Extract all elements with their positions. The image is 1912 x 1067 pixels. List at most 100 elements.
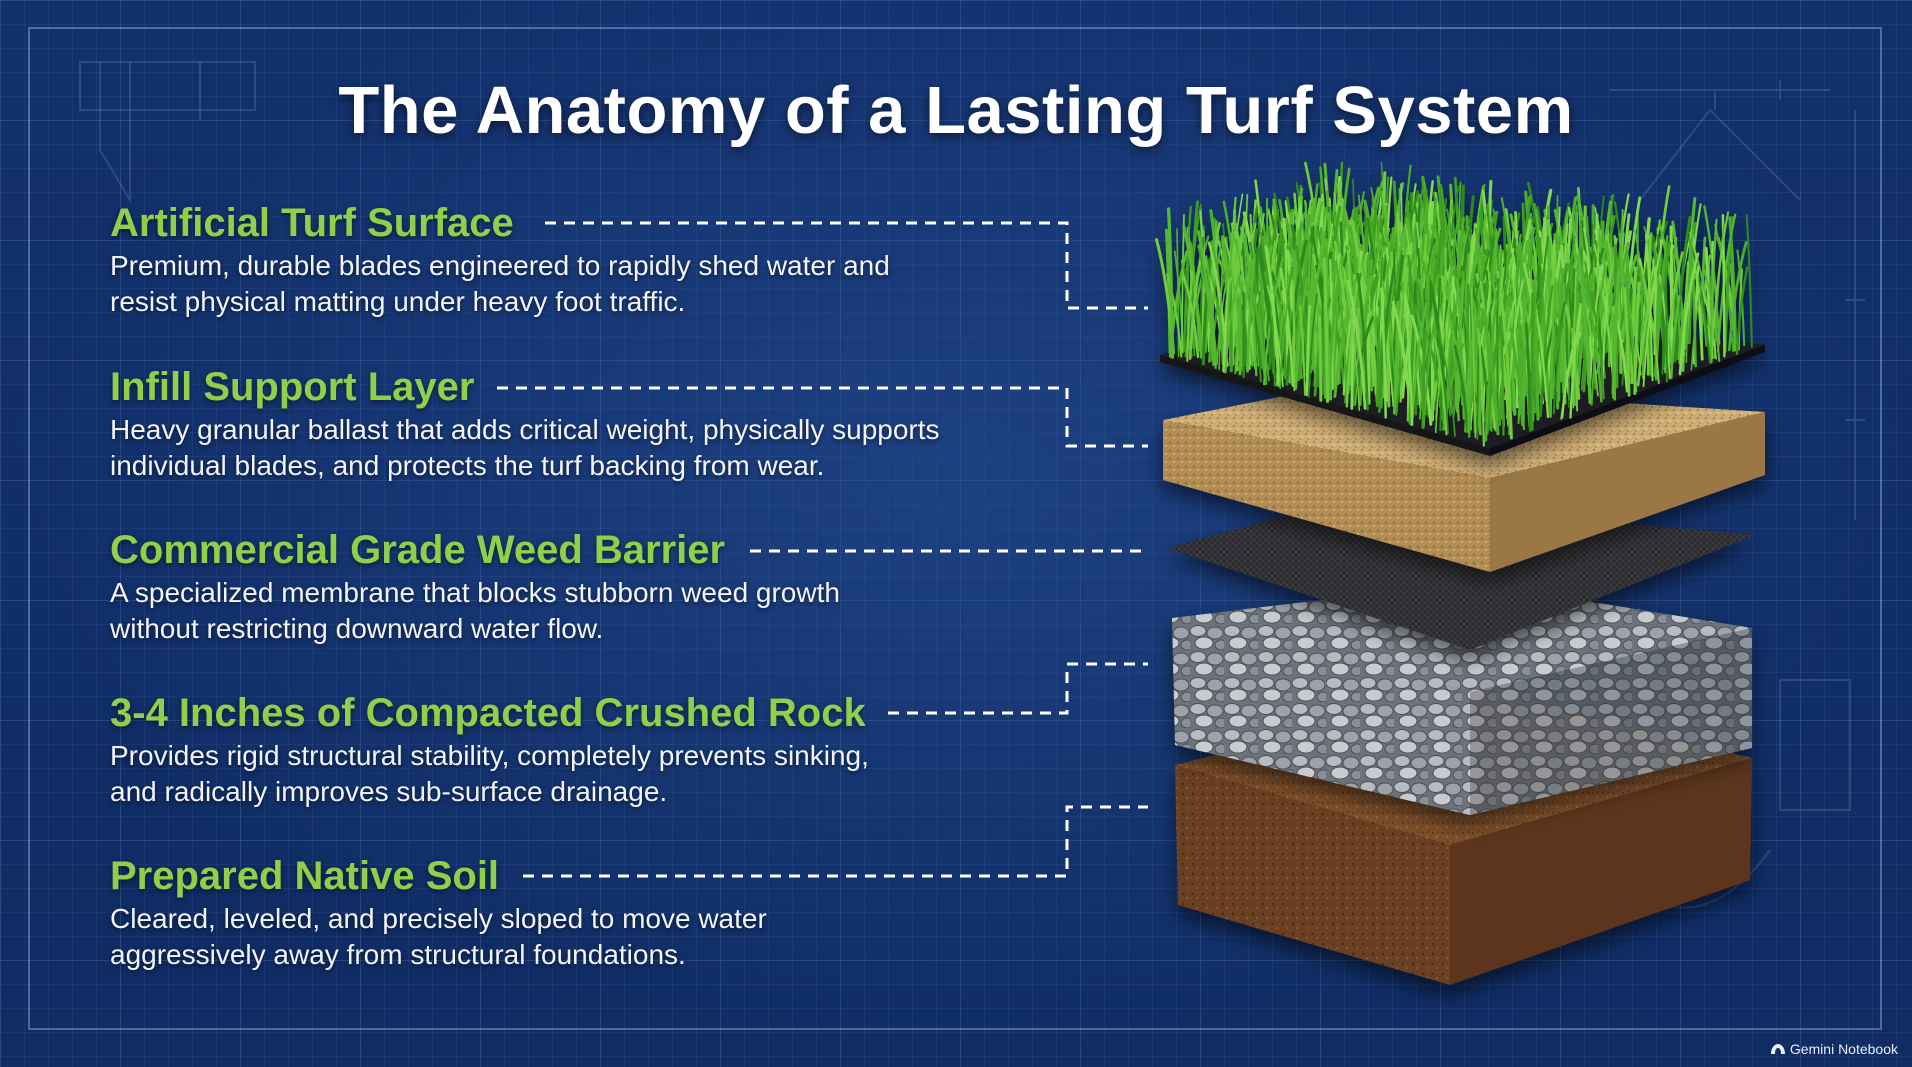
grass-blade xyxy=(1546,323,1564,418)
grass-blade xyxy=(1437,330,1456,437)
grass-blade xyxy=(1342,305,1355,396)
grass-blade xyxy=(1499,293,1513,440)
grass-blade xyxy=(1569,303,1582,419)
layer-description: Heavy granular ballast that adds critica… xyxy=(110,412,940,484)
grass-blade xyxy=(1678,252,1700,376)
layer-crushed-rock: 3-4 Inches of Compacted Crushed Rock Pro… xyxy=(110,690,869,810)
grass-blade xyxy=(1205,255,1217,369)
grass-blade xyxy=(1710,211,1730,363)
grass-blade xyxy=(1590,265,1607,406)
grass-blade xyxy=(1166,207,1175,359)
grass-blade xyxy=(1552,301,1566,415)
grass-blade xyxy=(1524,322,1532,432)
grass-blade xyxy=(1571,327,1579,412)
grass-blade xyxy=(1688,239,1712,365)
grass-blade xyxy=(1392,318,1406,415)
grass-blade xyxy=(1703,268,1721,363)
grass-blade xyxy=(1279,267,1295,387)
description-line: A specialized membrane that blocks stubb… xyxy=(110,577,840,608)
grass-blade xyxy=(1208,246,1222,363)
grass-blade xyxy=(1453,344,1469,433)
grass-blade xyxy=(1674,215,1692,360)
grass-blade xyxy=(1266,294,1276,387)
leader-lines xyxy=(497,221,1148,878)
grass-blade xyxy=(1577,277,1594,386)
layer-heading: 3-4 Inches of Compacted Crushed Rock xyxy=(110,691,866,735)
grass-blade xyxy=(1246,257,1256,373)
grass-blade xyxy=(1266,285,1284,388)
description-line: without restricting downward water flow. xyxy=(110,613,604,644)
grass-blade xyxy=(1305,304,1312,397)
layer-description: Cleared, leveled, and precisely sloped t… xyxy=(110,901,767,973)
grass-blade xyxy=(1549,276,1557,418)
grass-blade xyxy=(1434,277,1441,420)
grass-blade xyxy=(1334,260,1349,404)
layer-heading: Prepared Native Soil xyxy=(110,854,500,898)
layer-turf: Artificial Turf Surface Premium, durable… xyxy=(110,200,890,320)
leader-line-infill xyxy=(497,386,1148,448)
grass-blade xyxy=(1589,290,1605,400)
grass-blade xyxy=(1350,313,1356,410)
grass-blade xyxy=(1690,270,1705,371)
grass-blade xyxy=(1197,230,1216,367)
turf-layer-graphic xyxy=(1155,161,1765,456)
grass-blade xyxy=(1376,256,1384,408)
grass-blade xyxy=(1511,343,1526,431)
page-title: The Anatomy of a Lasting Turf System xyxy=(338,73,1574,148)
grass-blade xyxy=(1518,226,1536,369)
grass-blade xyxy=(1421,332,1427,429)
grass-blade xyxy=(1186,271,1194,362)
grass-blade xyxy=(1685,224,1694,364)
grass-blade xyxy=(1581,270,1603,403)
grass-blade xyxy=(1669,225,1674,365)
grass-blade xyxy=(1378,280,1398,413)
blueprint-frame xyxy=(28,27,1882,1030)
brand-text: Gemini Notebook xyxy=(1789,1041,1898,1057)
grass-blade xyxy=(1503,292,1517,416)
grass-blade xyxy=(1164,228,1172,355)
grass-blade xyxy=(1380,287,1387,419)
grass-blade xyxy=(1727,241,1748,352)
layer-heading: Commercial Grade Weed Barrier xyxy=(110,528,726,572)
grass-blade xyxy=(1468,337,1482,436)
grass-blade xyxy=(1576,254,1592,405)
grass-blade xyxy=(1423,327,1445,425)
description-line: resist physical matting under heavy foot… xyxy=(110,286,686,317)
grass-blade xyxy=(1618,233,1628,378)
grass-blade xyxy=(1292,280,1296,392)
grass-blade xyxy=(1568,268,1576,408)
grass-blade xyxy=(1682,260,1690,373)
grass-blade xyxy=(1480,308,1500,436)
grass-blade xyxy=(1444,285,1460,422)
grass-blade xyxy=(1664,282,1668,383)
description-line: individual blades, and protects the turf… xyxy=(110,450,825,481)
grass-blade xyxy=(1322,257,1330,404)
grass-blade xyxy=(1329,259,1334,391)
grass-blade xyxy=(1689,237,1697,368)
grass-blade xyxy=(1484,304,1498,442)
grass-blade xyxy=(1218,239,1225,371)
grass-blade xyxy=(1572,272,1577,409)
leader-line-rock xyxy=(888,662,1148,715)
grass-blade xyxy=(1166,273,1183,358)
grass-blade xyxy=(1434,338,1448,436)
grass-blade xyxy=(1729,263,1736,352)
grass-blade xyxy=(1366,313,1371,405)
grass-blade xyxy=(1477,327,1486,447)
leader-line-soil xyxy=(523,805,1148,878)
description-line: and radically improves sub-surface drain… xyxy=(110,776,668,807)
brand-watermark: Gemini Notebook xyxy=(1770,1041,1898,1057)
grass-blade xyxy=(1346,280,1367,410)
layer-description: A specialized membrane that blocks stubb… xyxy=(110,575,840,647)
layer-description: Premium, durable blades engineered to ra… xyxy=(110,248,890,320)
grass-blade xyxy=(1345,274,1360,408)
grass-blade xyxy=(1224,274,1240,374)
layer-description: Provides rigid structural stability, com… xyxy=(110,738,869,810)
grass-blade xyxy=(1216,260,1232,363)
grass-blade xyxy=(1356,272,1369,411)
weed-barrier-graphic xyxy=(1168,498,1755,650)
grass-blade xyxy=(1641,272,1660,385)
grass-blade xyxy=(1704,246,1711,348)
grass-blade xyxy=(1709,218,1718,364)
